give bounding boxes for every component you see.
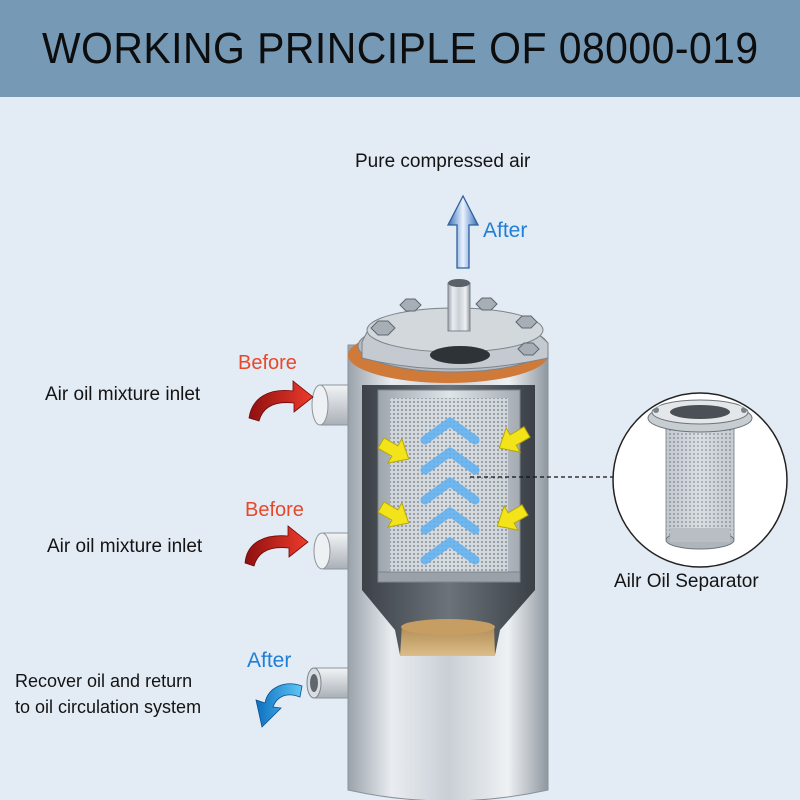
title-banner: WORKING PRINCIPLE OF 08000-019 [0, 0, 800, 97]
outlet-up-arrow [446, 194, 480, 269]
top-cover-flange [348, 307, 549, 383]
flange-bolts [370, 297, 540, 356]
separator-product-inset [612, 392, 788, 568]
outlet-stage-tag: After [483, 219, 528, 242]
return-stage-tag: After [247, 649, 292, 672]
inlet-1-label: Air oil mixture inlet [45, 384, 201, 405]
return-label-line1: Recover oil and return [15, 671, 193, 691]
air-flow-chevrons [420, 417, 480, 565]
inlet-2-stage-tag: Before [245, 499, 304, 521]
outlet-pipe [447, 279, 471, 332]
inlet-arrow-lower [244, 525, 309, 567]
inlet-1-stage-tag: Before [238, 352, 297, 374]
return-label-line2: to oil circulation system [15, 697, 202, 717]
outlet-label: Pure compressed air [355, 151, 531, 172]
oil-return-arrow [255, 683, 303, 728]
inflow-arrows [377, 426, 531, 531]
separator-label: Ailr Oil Separator [614, 571, 759, 592]
inlet-arrow-upper [248, 380, 314, 422]
inlet-2-label: Air oil mixture inlet [47, 536, 203, 557]
page-title: WORKING PRINCIPLE OF 08000-019 [41, 23, 759, 73]
